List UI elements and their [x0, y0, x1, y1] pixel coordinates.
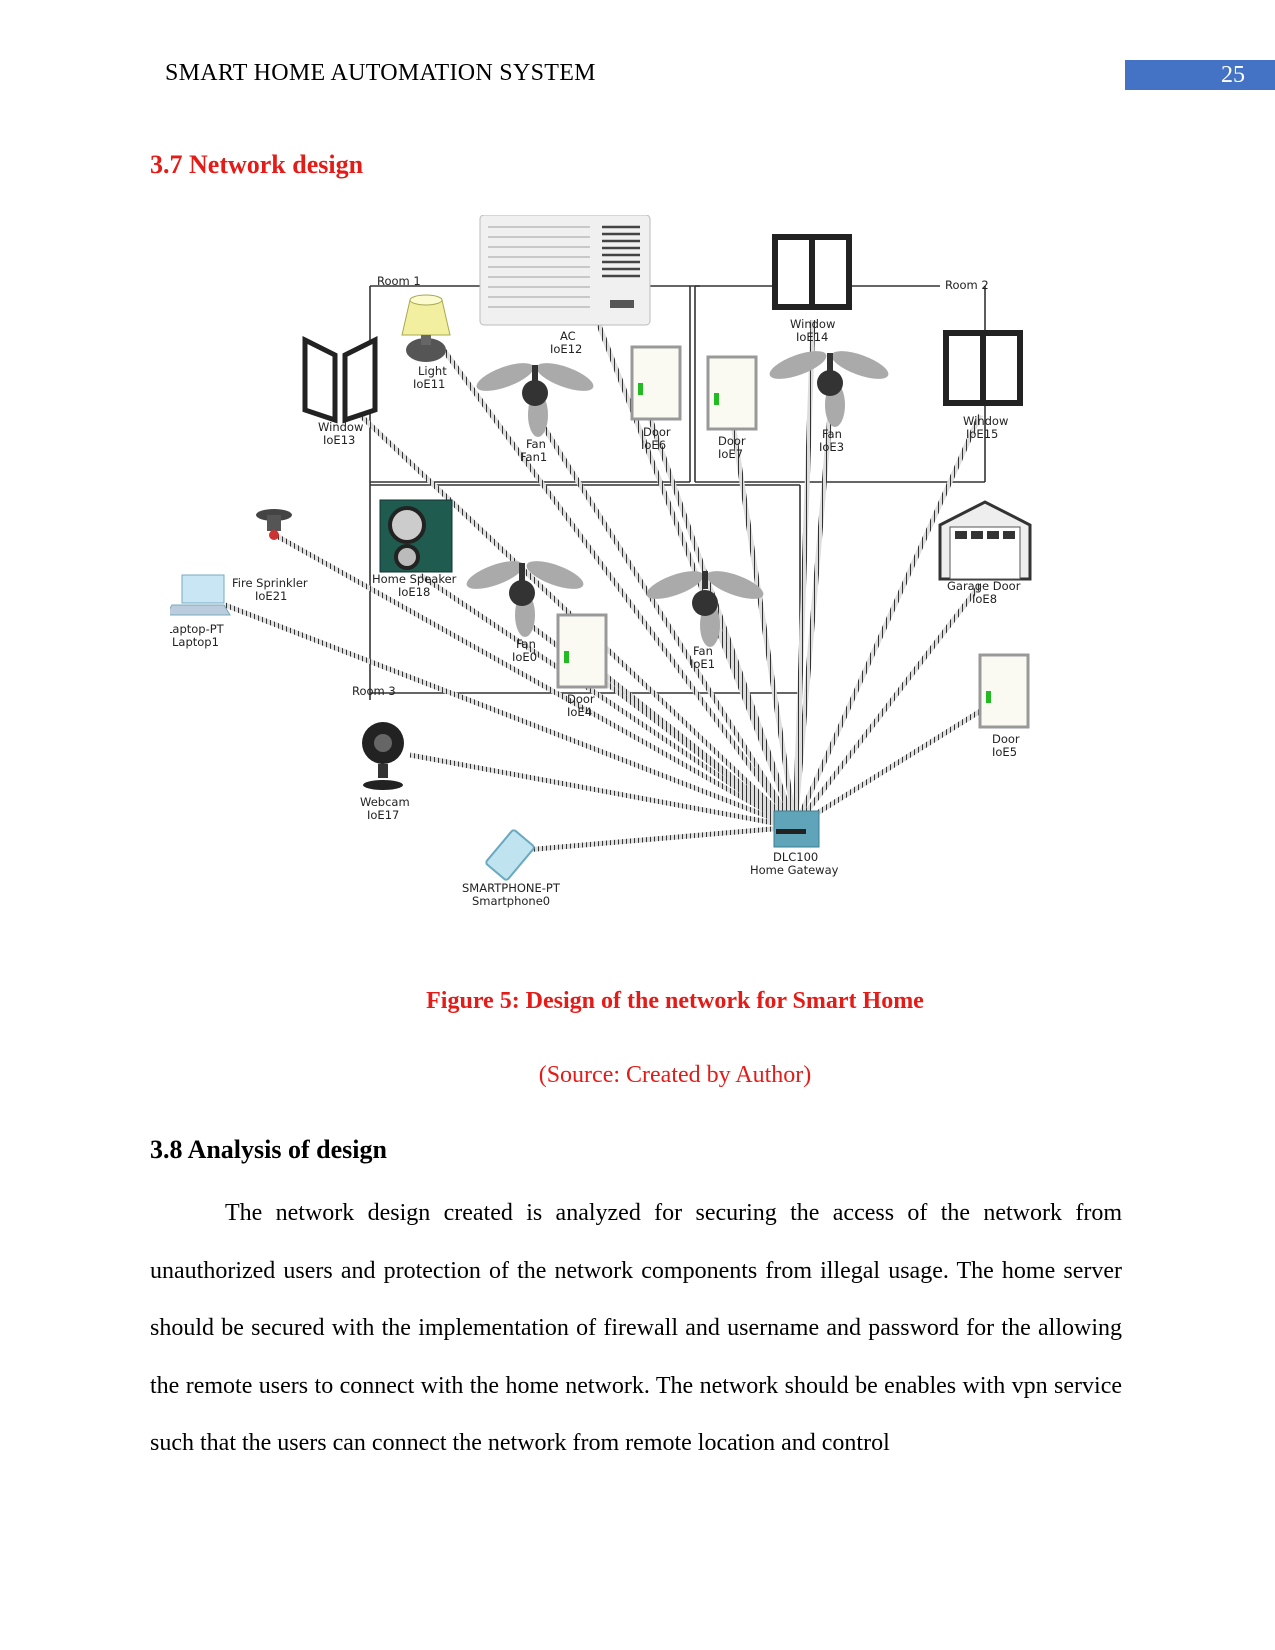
room-1-label: Room 1 [377, 274, 421, 288]
window-icon[interactable] [302, 335, 378, 424]
ac-id-label: IoE12 [550, 342, 582, 356]
fan1-label: Fan [526, 437, 546, 451]
section-heading-analysis: 3.8 Analysis of design [150, 1135, 387, 1164]
door5-label: Door [992, 732, 1020, 746]
gateway-label: DLC100 [773, 850, 818, 864]
speaker-label: Home Speaker [372, 572, 457, 586]
speaker-icon[interactable] [379, 499, 453, 573]
fan0-id-label: IoE0 [512, 650, 537, 664]
network-diagram: Room 1 Room 2 Room 3 [170, 215, 1032, 908]
ac-label: AC [560, 329, 576, 343]
door-icon[interactable] [978, 653, 1030, 729]
laptop-label: Laptop-PT [170, 622, 225, 636]
door-icon[interactable] [630, 345, 682, 421]
laptop-icon[interactable] [170, 574, 231, 616]
lamp-icon[interactable] [401, 294, 451, 362]
window15-id-label: IoE15 [966, 427, 998, 441]
fire-sprinkler-icon[interactable] [256, 509, 292, 540]
door4-id-label: IoE4 [567, 705, 592, 719]
wireless-links [224, 314, 992, 853]
door7-label: Door [718, 434, 746, 448]
speaker-id-label: IoE18 [398, 585, 430, 599]
sprinkler-label: Fire Sprinkler [232, 576, 308, 590]
webcam-label: Webcam [360, 795, 410, 809]
smartphone-icon[interactable] [485, 829, 535, 881]
figure-caption: Figure 5: Design of the network for Smar… [426, 988, 924, 1014]
window15-label: Window [963, 414, 1008, 428]
page-number-badge: 25 [1125, 60, 1275, 90]
garage-id-label: IoE8 [972, 592, 997, 606]
room-2-label: Room 2 [945, 278, 989, 292]
window13-label: Window [318, 420, 363, 434]
door6-id-label: IoE6 [641, 438, 666, 452]
door4-label: Door [567, 692, 595, 706]
fan-ioe1-label: Fan [693, 644, 713, 658]
sprinkler-id-label: IoE21 [255, 589, 287, 603]
body-paragraph: The network design created is analyzed f… [150, 1200, 1122, 1456]
window14-id-label: IoE14 [796, 330, 828, 344]
fan-ioe1-id-label: IoE1 [690, 657, 715, 671]
window14-label: Window [790, 317, 835, 331]
fan3-label: Fan [822, 427, 842, 441]
garage-door-icon[interactable] [938, 500, 1032, 581]
door-icon[interactable] [706, 355, 758, 431]
room-3-label: Room 3 [352, 684, 396, 698]
ceiling-fan-icon[interactable] [473, 357, 596, 437]
home-gateway-icon[interactable] [773, 810, 820, 848]
webcam-id-label: IoE17 [367, 808, 399, 822]
gateway-id-label: Home Gateway [750, 863, 839, 877]
window-icon[interactable] [772, 234, 852, 310]
window13-id-label: IoE13 [323, 433, 355, 447]
laptop-id-label: Laptop1 [172, 635, 219, 649]
smartphone-id-label: Smartphone0 [472, 894, 550, 908]
ac-unit-icon[interactable] [479, 215, 651, 326]
door5-id-label: IoE5 [992, 745, 1017, 759]
fan0-label: Fan [516, 637, 536, 651]
door7-id-label: IoE7 [718, 447, 743, 461]
fan1-id-label: Fan1 [520, 450, 547, 464]
network-design-figure: Room 1 Room 2 Room 3 [170, 215, 1090, 960]
window-icon[interactable] [943, 330, 1023, 406]
smartphone-label: SMARTPHONE-PT [462, 881, 561, 895]
door-icon[interactable] [556, 613, 608, 689]
ceiling-fan-icon[interactable] [766, 345, 891, 427]
ceiling-fan-icon[interactable] [463, 555, 586, 637]
figure-source: (Source: Created by Author) [538, 1062, 812, 1088]
webcam-icon[interactable] [362, 722, 404, 790]
garage-label: Garage Door [947, 579, 1021, 593]
door6-label: Door [643, 425, 671, 439]
running-header: SMART HOME AUTOMATION SYSTEM [165, 60, 596, 86]
light-id-label: IoE11 [413, 377, 445, 391]
ceiling-fan-icon[interactable] [643, 565, 766, 647]
section-heading-network-design: 3.7 Network design [150, 150, 364, 179]
fan3-id-label: IoE3 [819, 440, 844, 454]
light-label: Light [418, 364, 447, 378]
